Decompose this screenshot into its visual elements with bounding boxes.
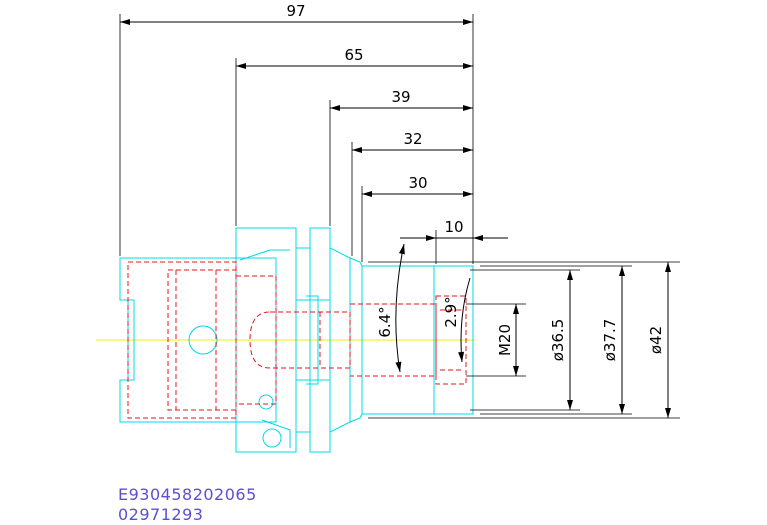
dim-10: 10 [444, 218, 463, 236]
part-codes: E930458202065 02971293 [118, 485, 257, 525]
dim-39: 39 [391, 88, 410, 106]
dim-65: 65 [344, 46, 363, 64]
dia-42: ø42 [647, 326, 665, 354]
extension-lines [119, 14, 680, 419]
part-code-primary: E930458202065 [118, 485, 257, 504]
dim-32: 32 [403, 130, 422, 148]
dim-97: 97 [286, 2, 305, 20]
angle-2-9: 2.9° [442, 296, 460, 327]
part-code-secondary: 02971293 [118, 505, 204, 524]
dimension-lines [120, 19, 671, 418]
dim-30: 30 [408, 174, 427, 192]
dia-37-7: ø37.7 [601, 319, 619, 362]
angle-6-4: 6.4° [376, 306, 394, 337]
hidden-lines [127, 261, 467, 419]
thread-m20: M20 [496, 324, 514, 356]
dia-36-5: ø36.5 [549, 319, 567, 362]
